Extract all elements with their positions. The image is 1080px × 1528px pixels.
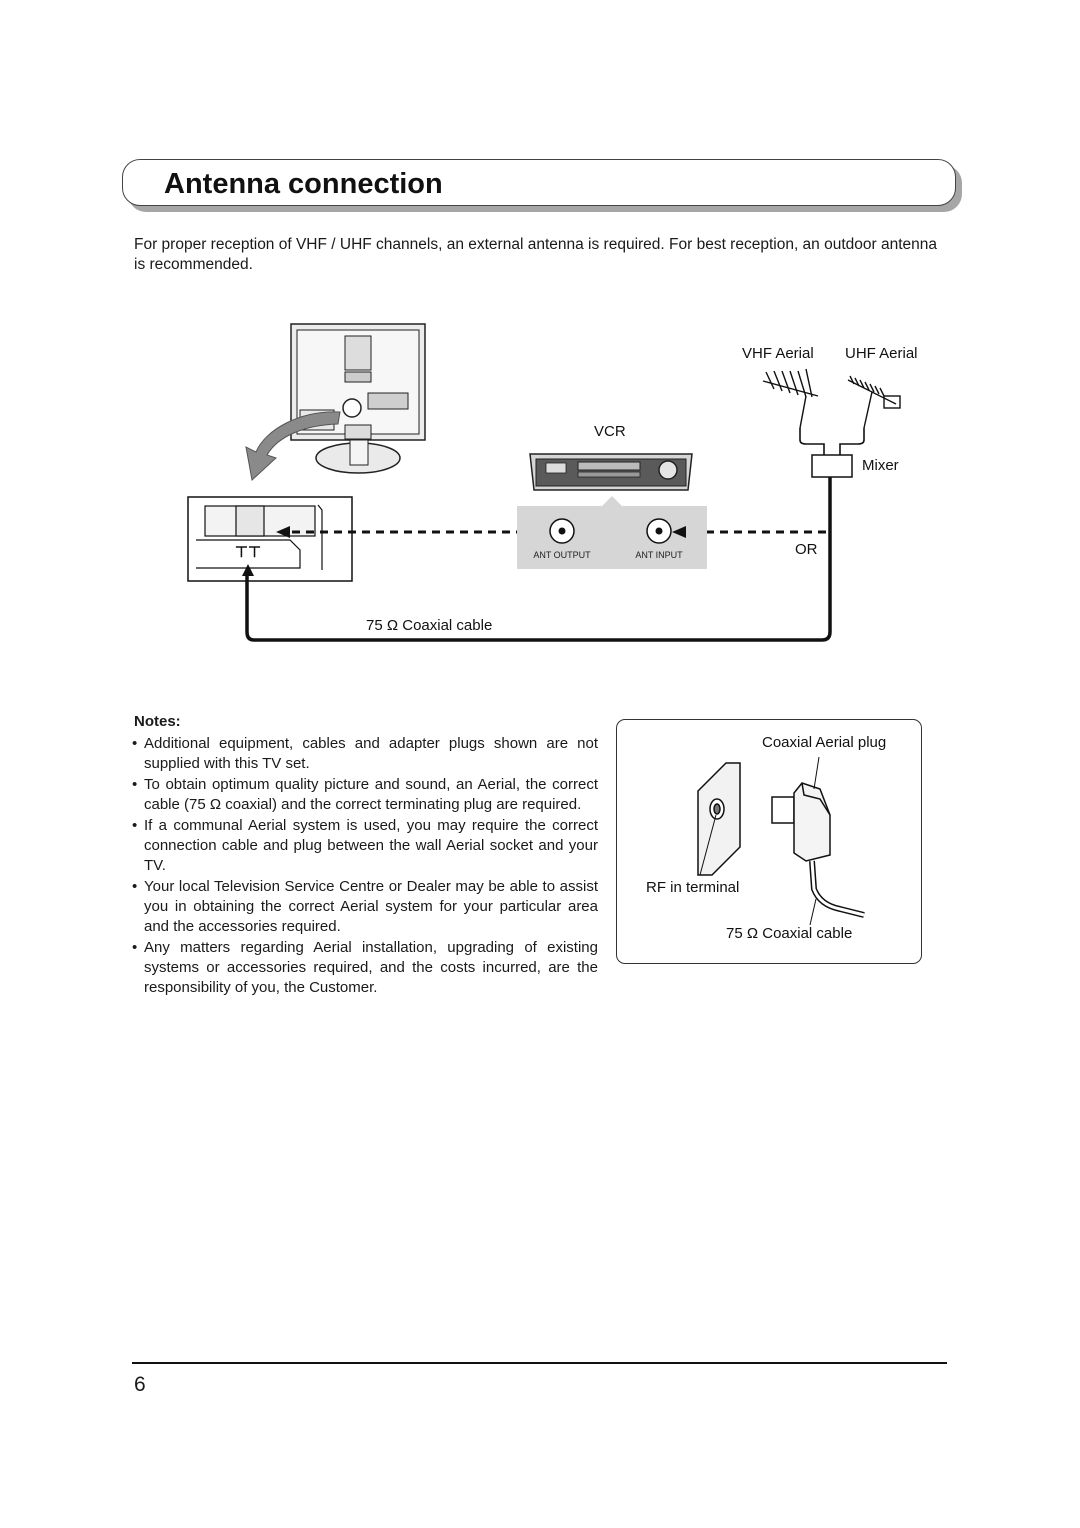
page-number: 6	[134, 1373, 146, 1396]
note-item: Any matters regarding Aerial installatio…	[132, 938, 598, 998]
plug-label-leader	[813, 756, 820, 790]
vcr-label: VCR	[594, 423, 626, 440]
coaxial-plug-icon	[771, 782, 865, 918]
ant-output-connector	[549, 518, 575, 544]
notes-list: Additional equipment, cables and adapter…	[132, 734, 598, 999]
ant-input-label: ANT INPUT	[635, 550, 683, 560]
intro-paragraph: For proper reception of VHF / UHF channe…	[134, 236, 938, 273]
mixer-label: Mixer	[862, 457, 899, 474]
uhf-aerial-icon	[847, 375, 901, 429]
vcr-illustration	[529, 453, 693, 491]
rf-in-terminal-label: RF in terminal	[646, 879, 739, 896]
note-item: Additional equipment, cables and adapter…	[132, 734, 598, 774]
vhf-aerial-icon	[762, 368, 819, 429]
note-item: Your local Television Service Centre or …	[132, 877, 598, 937]
coaxial-aerial-plug-label: Coaxial Aerial plug	[762, 734, 886, 751]
or-label: OR	[795, 541, 818, 558]
aerial-feed-lines	[799, 428, 865, 455]
svg-text:⊤⊤: ⊤⊤	[235, 544, 261, 561]
tv-antenna-terminal-closeup: ⊤⊤	[187, 496, 353, 582]
cable-label-leader	[809, 898, 817, 926]
ant-input-connector	[646, 518, 686, 544]
note-item: To obtain optimum quality picture and so…	[132, 775, 598, 815]
footer-rule	[132, 1362, 947, 1364]
zoom-arrow	[245, 411, 341, 481]
coaxial-plug-illustration: Coaxial Aerial plug RF in terminal 75 Ω …	[646, 734, 886, 942]
mixer-box	[811, 454, 853, 478]
plug-coaxial-cable-label: 75 Ω Coaxial cable	[726, 925, 852, 942]
vcr-panel-pointer	[602, 496, 622, 506]
notes-heading: Notes:	[134, 713, 181, 730]
ant-output-label: ANT OUTPUT	[533, 550, 591, 560]
title-banner	[122, 159, 956, 206]
antenna-connection-diagram: ⊤⊤ ANT OUTPUT ANT INPUT VCR	[187, 323, 918, 642]
page-title: Antenna connection	[164, 168, 443, 200]
vcr-connector-panel	[517, 506, 707, 569]
wall-socket-icon	[697, 762, 741, 876]
coaxial-cable-label: 75 Ω Coaxial cable	[366, 617, 492, 634]
rf-terminal-leader	[699, 814, 717, 876]
vhf-aerial-label: VHF Aerial	[742, 345, 814, 362]
coaxial-plug-box	[616, 719, 922, 964]
tv-rear-illustration	[290, 323, 426, 474]
note-item: If a communal Aerial system is used, you…	[132, 816, 598, 876]
coaxial-cable-line	[245, 477, 832, 642]
uhf-aerial-label: UHF Aerial	[845, 345, 918, 362]
